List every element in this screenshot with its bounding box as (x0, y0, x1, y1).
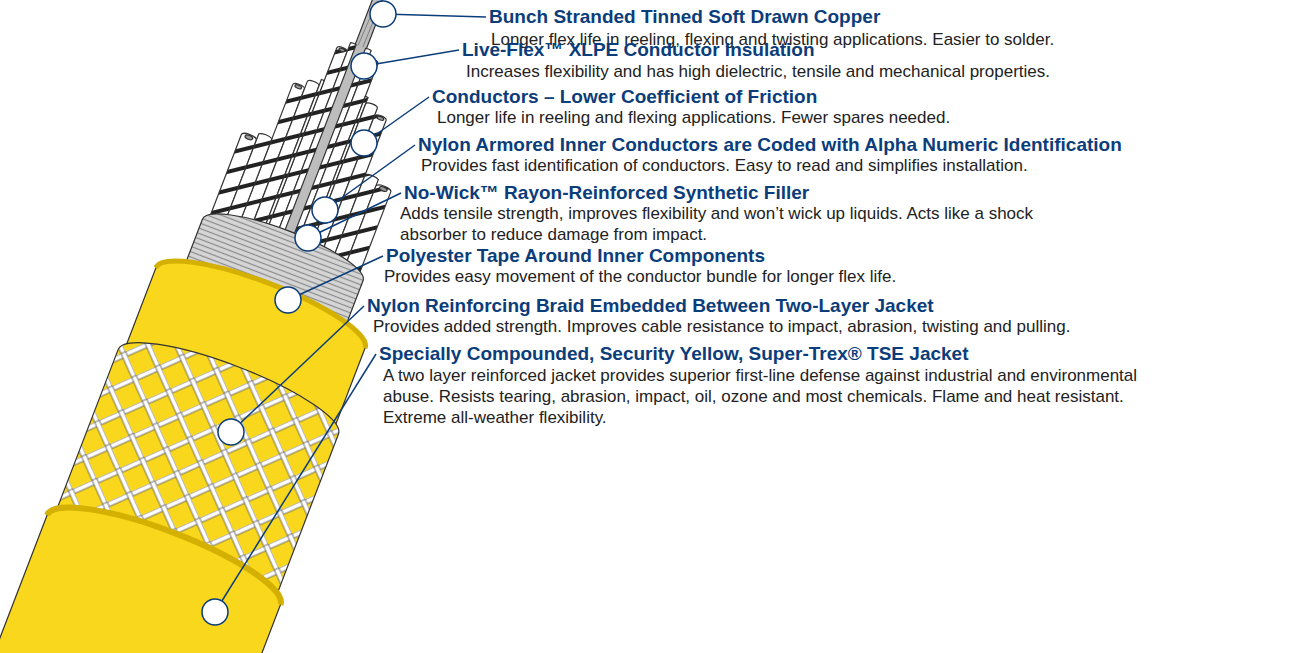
part-description: Longer life in reeling and flexing appli… (437, 107, 950, 128)
part-description: Provides fast identification of conducto… (421, 155, 1028, 176)
part-heading: Specially Compounded, Security Yellow, S… (379, 343, 968, 365)
part-heading: Conductors – Lower Coefficient of Fricti… (432, 86, 817, 108)
part-heading: Live-Flex™ XLPE Conductor Insulation (462, 39, 815, 61)
part-description: Provides easy movement of the conductor … (384, 266, 896, 287)
part-description: A two layer reinforced jacket provides s… (383, 365, 1143, 428)
part-description: Adds tensile strength, improves flexibil… (400, 203, 1100, 245)
part-heading: Nylon Reinforcing Braid Embedded Between… (367, 295, 934, 317)
part-heading: Nylon Armored Inner Conductors are Coded… (418, 134, 1122, 156)
part-description: Provides added strength. Improves cable … (373, 316, 1070, 337)
part-heading: Bunch Stranded Tinned Soft Drawn Copper (489, 6, 880, 28)
part-heading: Polyester Tape Around Inner Components (386, 245, 765, 267)
part-heading: No-Wick™ Rayon-Reinforced Synthetic Fill… (404, 182, 809, 204)
part-description: Increases flexibility and has high diele… (466, 61, 1050, 82)
callout-circles (202, 1, 396, 625)
